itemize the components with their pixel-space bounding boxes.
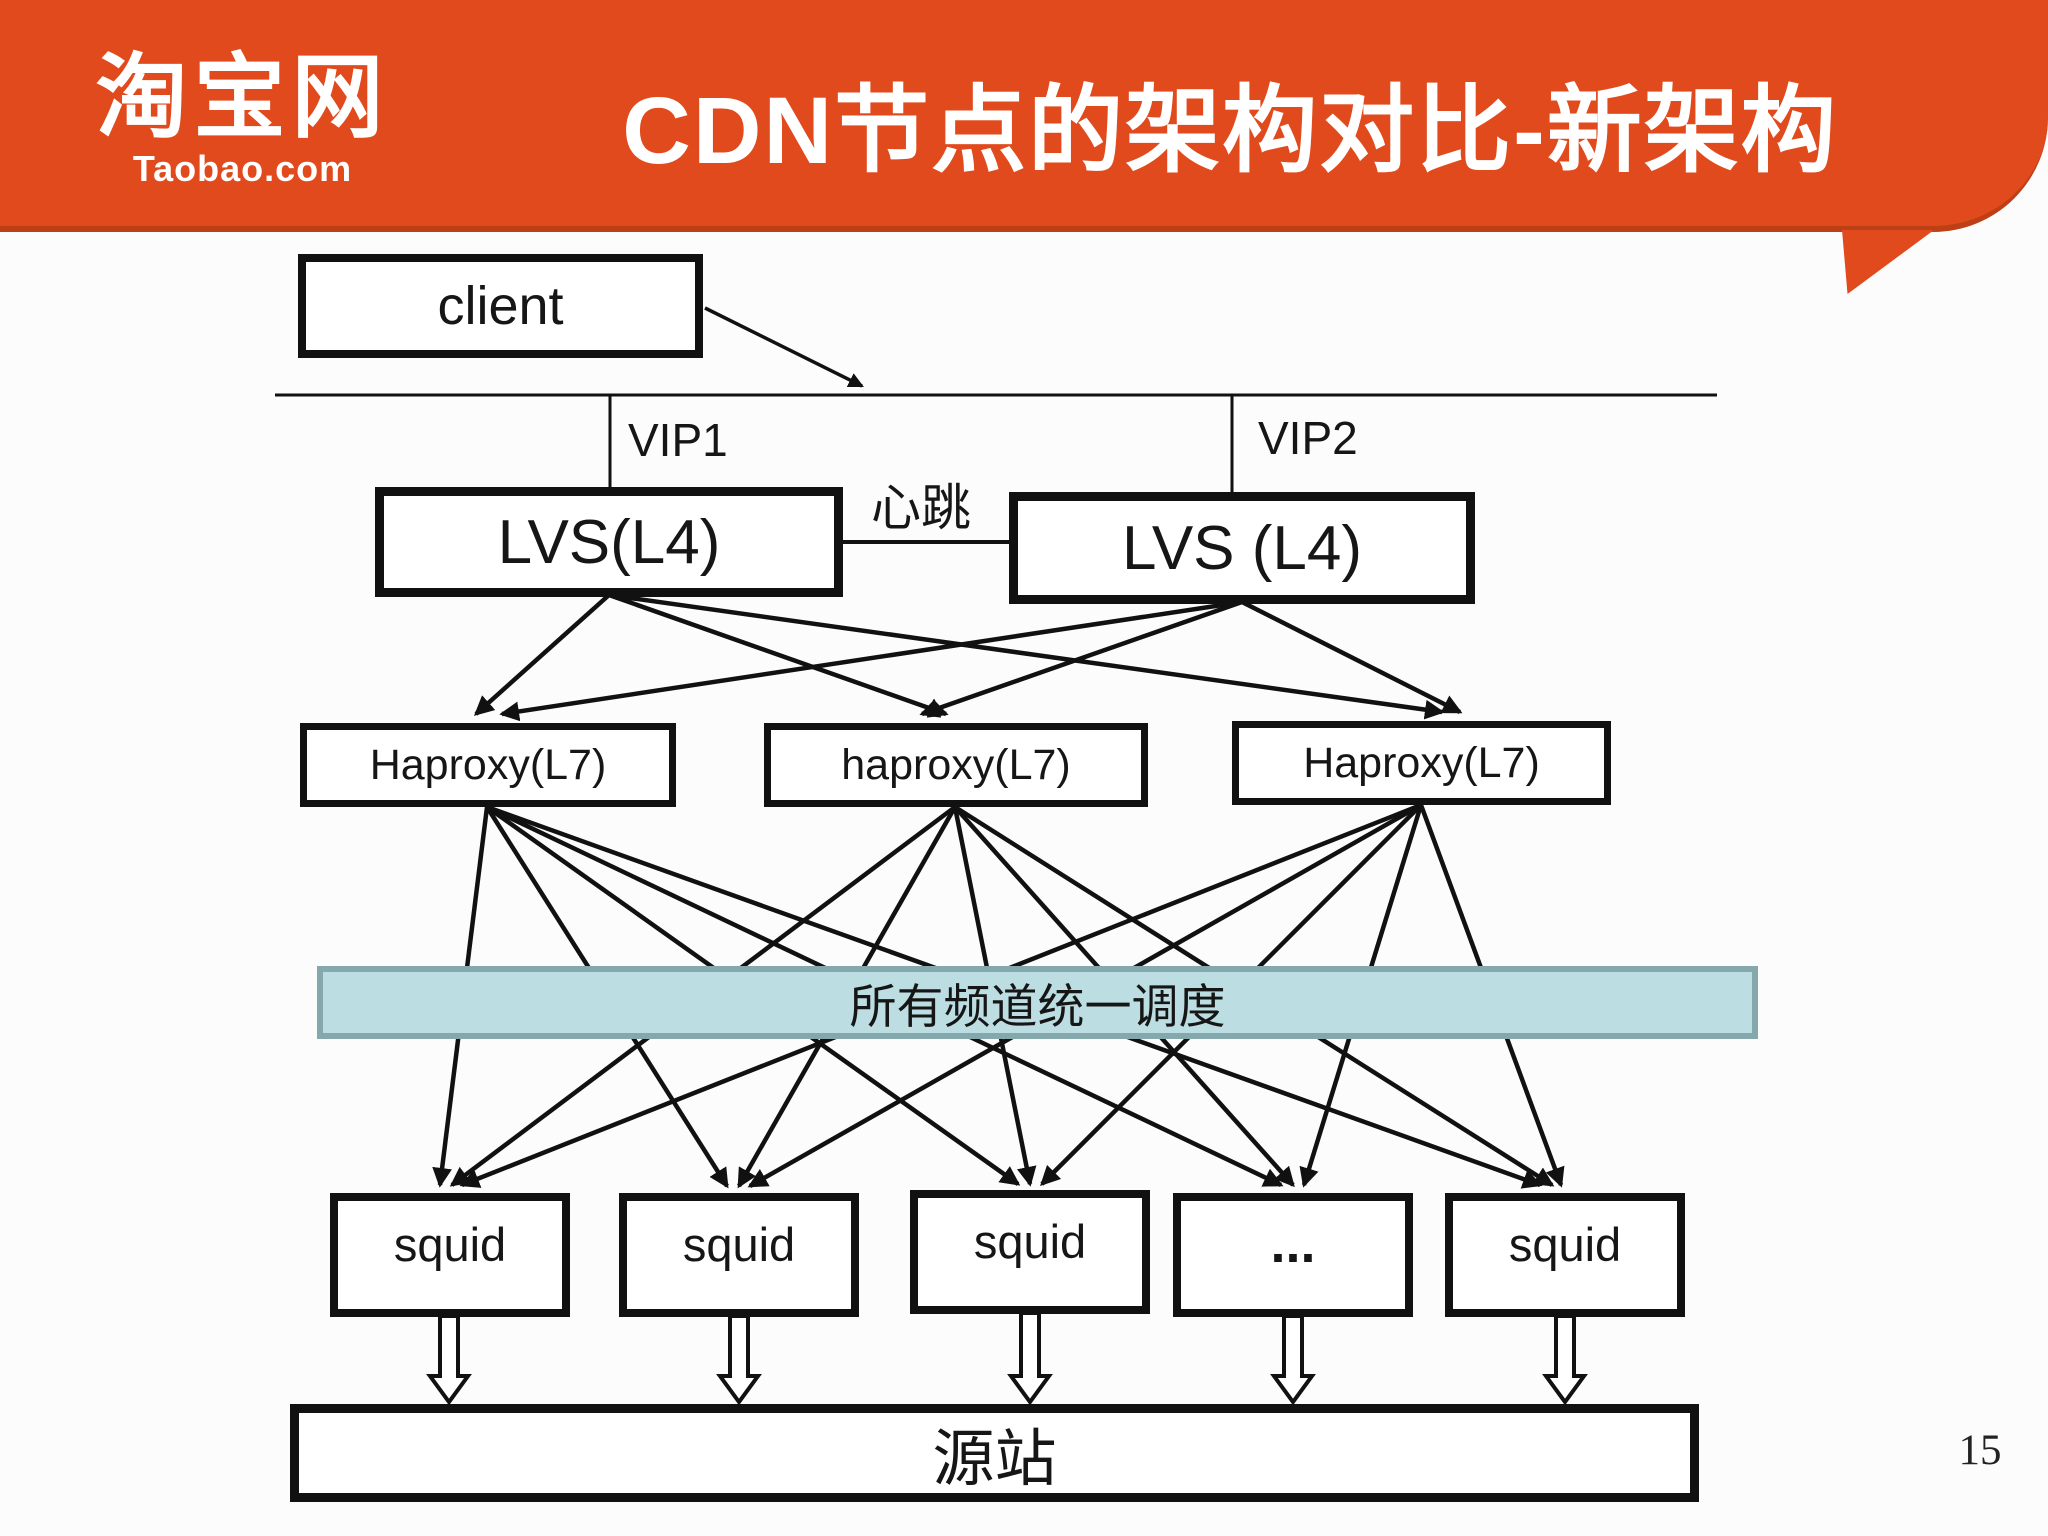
- node-squid-2-label: squid: [682, 1217, 796, 1271]
- node-haproxy-1: Haproxy(L7): [300, 723, 676, 807]
- node-squid-1-label: squid: [393, 1217, 507, 1271]
- node-lvs-1-label: LVS(L4): [497, 507, 721, 577]
- scheduler-bar-label: 所有频道统一调度: [849, 982, 1226, 1034]
- taobao-logo-en: Taobao.com: [132, 148, 353, 190]
- node-haproxy-2-label: haproxy(L7): [841, 740, 1071, 789]
- node-squid-ellipsis: ...: [1173, 1193, 1413, 1317]
- node-squid-2: squid: [619, 1193, 859, 1317]
- node-origin: 源站: [290, 1404, 1699, 1502]
- node-squid-ellipsis-label: ...: [1270, 1214, 1316, 1274]
- vip1-label: VIP1: [628, 414, 728, 466]
- node-client-label: client: [437, 276, 564, 336]
- node-squid-1: squid: [330, 1193, 570, 1317]
- node-squid-5: squid: [1445, 1193, 1685, 1317]
- vip2-label: VIP2: [1258, 412, 1358, 464]
- node-origin-label: 源站: [932, 1426, 1057, 1494]
- node-haproxy-2: haproxy(L7): [764, 723, 1148, 807]
- node-lvs-2: LVS (L4): [1009, 492, 1475, 604]
- node-squid-3: squid: [910, 1190, 1150, 1314]
- node-squid-3-label: squid: [973, 1214, 1087, 1268]
- scheduler-bar: 所有频道统一调度: [317, 966, 1758, 1039]
- node-squid-5-label: squid: [1508, 1217, 1622, 1271]
- taobao-logo-cn: 淘宝网: [95, 46, 390, 149]
- node-lvs-1: LVS(L4): [375, 487, 843, 597]
- header-banner: [0, 0, 2048, 232]
- node-haproxy-3-label: Haproxy(L7): [1303, 738, 1540, 787]
- node-lvs-2-label: LVS (L4): [1121, 513, 1363, 583]
- page-number: 15: [1958, 1427, 2002, 1474]
- taobao-logo: 淘宝网 Taobao.com: [70, 30, 415, 210]
- slide-title: CDN节点的架构对比-新架构: [622, 77, 1838, 184]
- node-haproxy-1-label: Haproxy(L7): [369, 740, 607, 789]
- node-client: client: [298, 254, 703, 358]
- hollow-down-arrow-icon: [426, 1311, 1588, 1406]
- heartbeat-label: 心跳: [871, 480, 971, 536]
- node-haproxy-3: Haproxy(L7): [1232, 721, 1611, 805]
